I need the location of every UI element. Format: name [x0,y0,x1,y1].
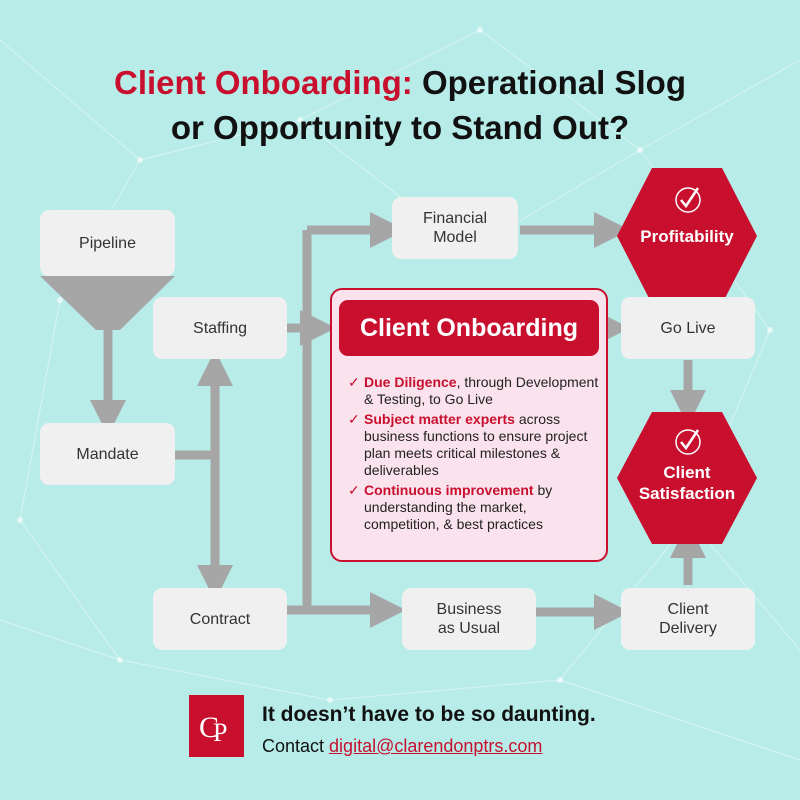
svg-text:C: C [199,711,219,744]
funnel-icon [40,276,175,330]
client-satisfaction-label-line1: Client [663,463,711,482]
check-icon: ✓ [348,411,360,427]
client-onboarding-heading: Client Onboarding [339,300,599,356]
bullet-text: across business functions to ensure proj… [364,411,588,478]
go-live-box: Go Live [621,297,755,359]
check-icon: ✓ [348,482,360,498]
pipeline-box: Pipeline [40,210,175,276]
check-circle-icon [675,187,701,213]
bullet-strong: Subject matter experts [364,411,515,427]
pipeline-label: Pipeline [79,234,136,252]
business-as-usual-box: Business as Usual [402,588,536,650]
bullet-continuous-improvement: ✓ Continuous improvement by understandin… [346,482,604,533]
cp-logo-mark: C P [199,711,227,747]
contract-box: Contract [153,588,287,650]
bullet-strong: Due Diligence [364,374,457,390]
client-onboarding-bullets: ✓ Due Diligence, through Development & T… [346,374,604,536]
profitability-hexagon [617,168,757,304]
go-live-label: Go Live [660,319,716,337]
financial-model-label-line2: Model [433,229,477,246]
staffing-label: Staffing [193,319,247,337]
bullet-text: , through Development & Testing, to Go L… [364,374,599,407]
bullet-text: by understanding the market, competition… [364,482,553,532]
bullet-subject-matter-experts: ✓ Subject matter experts across business… [346,411,604,479]
title-line1-rest: Operational Slog [412,64,686,101]
contract-label: Contract [189,610,251,628]
financial-model-box: Financial Model [392,197,518,259]
client-delivery-box: Client Delivery [621,588,755,650]
profitability-label: Profitability [640,227,734,246]
tagline: It doesn’t have to be so daunting. [262,703,596,726]
contact-label: Contact [262,736,330,756]
contact-email-link[interactable]: digital@clarendonptrs.com [329,736,543,756]
business-as-usual-label-line1: Business [436,601,502,618]
business-as-usual-label-line2: as Usual [437,620,501,637]
title-accent: Client Onboarding: [113,64,413,101]
client-satisfaction-label-line2: Satisfaction [638,484,736,503]
page-title: Client Onboarding: Operational Slog or O… [0,60,800,150]
client-onboarding-card: Client Onboarding ✓ Due Diligence, throu… [330,288,608,562]
bullet-due-diligence: ✓ Due Diligence, through Development & T… [346,374,604,408]
bullet-strong: Continuous improvement [364,482,534,498]
client-delivery-label-line2: Delivery [659,620,717,637]
financial-model-label-line1: Financial [422,210,488,227]
check-circle-icon [675,429,701,455]
title-line2: or Opportunity to Stand Out? [170,109,630,146]
clarendon-logo: C P [189,695,244,757]
staffing-box: Staffing [153,297,287,359]
check-icon: ✓ [348,374,360,390]
contact-line: Contact digital@clarendonptrs.com [262,736,542,757]
svg-text:P: P [213,718,227,747]
mandate-label: Mandate [76,445,139,463]
mandate-box: Mandate [40,423,175,485]
client-satisfaction-hexagon [617,412,757,544]
client-delivery-label-line1: Client [667,601,709,618]
client-satisfaction-label: Client Satisfaction [617,462,757,504]
